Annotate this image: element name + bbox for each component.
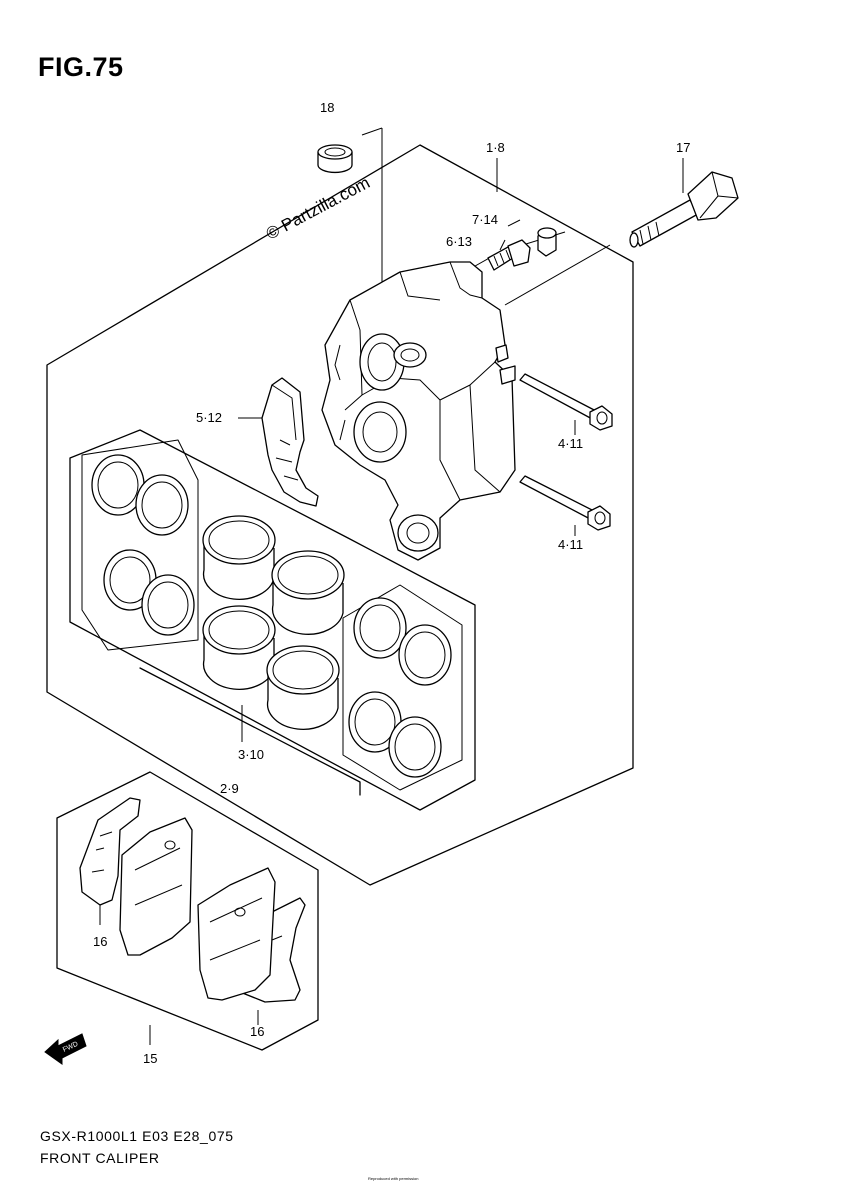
group-box-2-9 [69, 429, 476, 811]
pad-spring-5-12 [261, 377, 319, 507]
brake-pad-right [197, 867, 276, 1001]
figure-title: FIG.75 [38, 52, 124, 82]
bleeder-cap-7-14 [537, 227, 557, 257]
pad-shim-left [79, 797, 141, 906]
group-box-3-10 [139, 667, 361, 796]
seal-set-left [81, 439, 199, 651]
callout-15: 15 [143, 1051, 157, 1066]
callout-4-11-lower: 4·11 [558, 537, 583, 552]
seal-set-right [342, 584, 463, 791]
callout-3-10: 3·10 [238, 747, 264, 762]
fine-print: Reproduced with permission [368, 1176, 418, 1181]
callout-18: 18 [320, 100, 334, 115]
bleeder-valve-6-13 [487, 239, 531, 271]
pad-set-box-15 [56, 771, 319, 1051]
piston [266, 645, 340, 730]
caliper-body [321, 261, 516, 561]
piston [202, 515, 276, 600]
piston [202, 605, 276, 690]
watermark-text: © Partzilla.com [263, 173, 373, 244]
brake-pad-left [119, 817, 193, 956]
callout-2-9: 2·9 [220, 781, 239, 796]
callout-17: 17 [676, 140, 690, 155]
callout-4-11-upper: 4·11 [558, 436, 583, 451]
slide-pin-4-11-lower [519, 475, 611, 531]
piston-set-3-10 [202, 515, 345, 730]
section-name: FRONT CALIPER [40, 1150, 160, 1166]
slide-pin-4-11-upper [519, 373, 613, 431]
model-code: GSX-R1000L1 E03 E28_075 [40, 1128, 234, 1144]
callout-6-13: 6·13 [446, 234, 472, 249]
mounting-bolt-17 [629, 171, 739, 248]
callout-5-12: 5·12 [196, 410, 222, 425]
callout-16-right: 16 [250, 1024, 264, 1039]
bushing-18 [317, 144, 353, 174]
piston [271, 550, 345, 635]
callout-16-left: 16 [93, 934, 107, 949]
forward-arrow-icon: FWD [44, 1033, 87, 1065]
callout-7-14: 7·14 [472, 212, 498, 227]
assembly-box-1-8 [46, 144, 634, 886]
callout-1-8: 1·8 [486, 140, 505, 155]
